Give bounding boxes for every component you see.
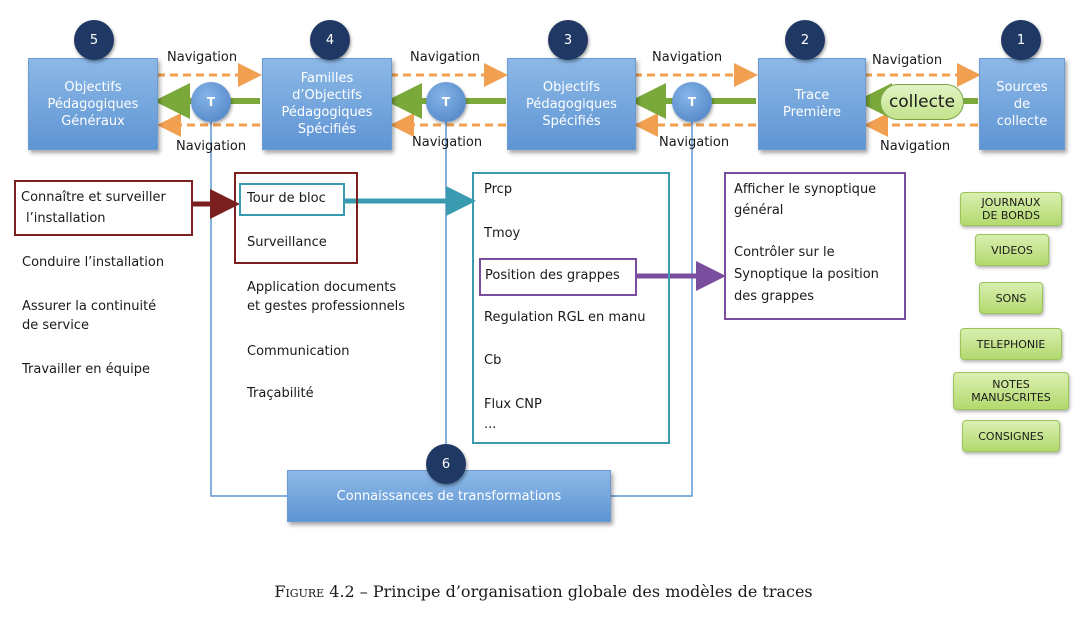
transformation-node: T — [426, 82, 466, 122]
synoptique-line: Contrôler sur le — [734, 245, 835, 260]
right-highlight: Position des grappes — [485, 268, 620, 283]
highlight-frame-purple — [479, 258, 637, 296]
navigation-label: Navigation — [167, 50, 238, 65]
box-text: Généraux — [61, 113, 125, 129]
synoptique-line: des grappes — [734, 289, 814, 304]
middle-highlight: Tour de bloc — [247, 191, 326, 206]
box-text: Pédagogiques — [526, 96, 617, 112]
box-text: Objectifs — [64, 79, 122, 95]
left-list-item: de service — [22, 318, 89, 333]
navigation-label: Navigation — [880, 139, 951, 154]
navigation-label: Navigation — [872, 53, 943, 68]
box-text: Spécifiés — [297, 122, 357, 137]
source-text: NOTES — [992, 378, 1030, 391]
middle-list-item: et gestes professionnels — [247, 299, 406, 314]
box-text: Spécifiés — [542, 113, 601, 129]
source-text: DE BORDS — [981, 209, 1041, 222]
collecte-pill: collecte — [880, 84, 964, 120]
figure-caption-text: – Principe d’organisation globale des mo… — [354, 582, 813, 601]
teal-frame — [472, 172, 670, 444]
middle-list-item: Traçabilité — [247, 386, 314, 401]
transformation-node: T — [672, 82, 712, 122]
step-number-5: 5 — [74, 20, 114, 60]
box-text: d’Objectifs — [292, 88, 362, 103]
highlight-frame-brown — [14, 180, 193, 236]
synoptique-line: Afficher le synoptique — [734, 182, 877, 197]
right-list-item: ... — [484, 417, 497, 432]
box-text: Trace — [794, 88, 830, 103]
navigation-label: Navigation — [410, 50, 481, 65]
middle-list-item: Surveillance — [247, 235, 327, 250]
source-videos: VIDEOS — [975, 234, 1049, 266]
source-text: JOURNAUX — [981, 196, 1041, 209]
left-highlight-line-1: Connaître et surveiller — [21, 190, 166, 205]
source-telephonie: TELEPHONIE — [960, 328, 1062, 360]
box-text: collecte — [996, 113, 1048, 129]
step-number-2: 2 — [785, 20, 825, 60]
left-list-item: Conduire l’installation — [22, 255, 165, 270]
connector-line — [610, 122, 693, 497]
box-objectifs-generaux: Objectifs Pédagogiques Généraux — [28, 58, 158, 150]
connector-line — [210, 122, 288, 497]
source-text: CONSIGNES — [978, 429, 1044, 443]
step-number-6: 6 — [426, 444, 466, 484]
source-text: VIDEOS — [991, 243, 1033, 257]
figure-label: Figure 4.2 — [274, 582, 355, 601]
left-list-item: Travailler en équipe — [22, 362, 151, 377]
box-text: de — [1013, 96, 1031, 112]
box-text: Connaissances de transformations — [336, 488, 562, 504]
synoptique-line: général — [734, 203, 784, 218]
middle-list-item: Communication — [247, 344, 350, 359]
box-text: Sources — [996, 79, 1048, 95]
source-text: MANUSCRITES — [971, 391, 1051, 404]
step-number-4: 4 — [310, 20, 350, 60]
figure-caption: Figure 4.2 – Principe d’organisation glo… — [0, 582, 1087, 601]
right-list-item: Regulation RGL en manu — [484, 310, 646, 325]
step-number-1: 1 — [1001, 20, 1041, 60]
box-text: Pédagogiques — [47, 96, 139, 112]
navigation-label: Navigation — [659, 135, 730, 150]
highlight-frame-brown — [234, 172, 358, 264]
source-notes-manuscrites: NOTES MANUSCRITES — [953, 372, 1069, 410]
highlight-frame-teal — [239, 183, 345, 216]
navigation-label: Navigation — [652, 50, 723, 65]
source-text: SONS — [995, 291, 1027, 305]
box-text: Première — [783, 105, 841, 120]
right-list-item: Cb — [484, 353, 502, 368]
box-sources-collecte: Sources de collecte — [979, 58, 1065, 150]
box-familles-objectifs: Familles d’Objectifs Pédagogiques Spécif… — [262, 58, 392, 150]
source-sons: SONS — [979, 282, 1043, 314]
source-consignes: CONSIGNES — [962, 420, 1060, 452]
source-journaux: JOURNAUX DE BORDS — [960, 192, 1062, 226]
navigation-label: Navigation — [176, 139, 247, 154]
source-text: TELEPHONIE — [976, 337, 1046, 351]
step-number-3: 3 — [548, 20, 588, 60]
box-text: Pédagogiques — [281, 105, 373, 120]
right-list-item: Prcp — [484, 182, 513, 197]
navigation-label: Navigation — [412, 135, 483, 150]
synoptique-line: Synoptique la position — [734, 267, 879, 282]
synoptique-frame — [724, 172, 906, 320]
right-list-item: Tmoy — [484, 226, 521, 241]
box-objectifs-specifies: Objectifs Pédagogiques Spécifiés — [507, 58, 636, 150]
box-trace-premiere: Trace Première — [758, 58, 866, 150]
left-highlight-line-2: l’installation — [26, 211, 106, 226]
box-text: Objectifs — [542, 79, 601, 95]
right-list-item: Flux CNP — [484, 397, 542, 412]
box-text: Familles — [300, 71, 354, 86]
middle-list-item: Application documents — [247, 280, 397, 295]
left-list-item: Assurer la continuité — [22, 299, 157, 314]
transformation-node: T — [191, 82, 231, 122]
